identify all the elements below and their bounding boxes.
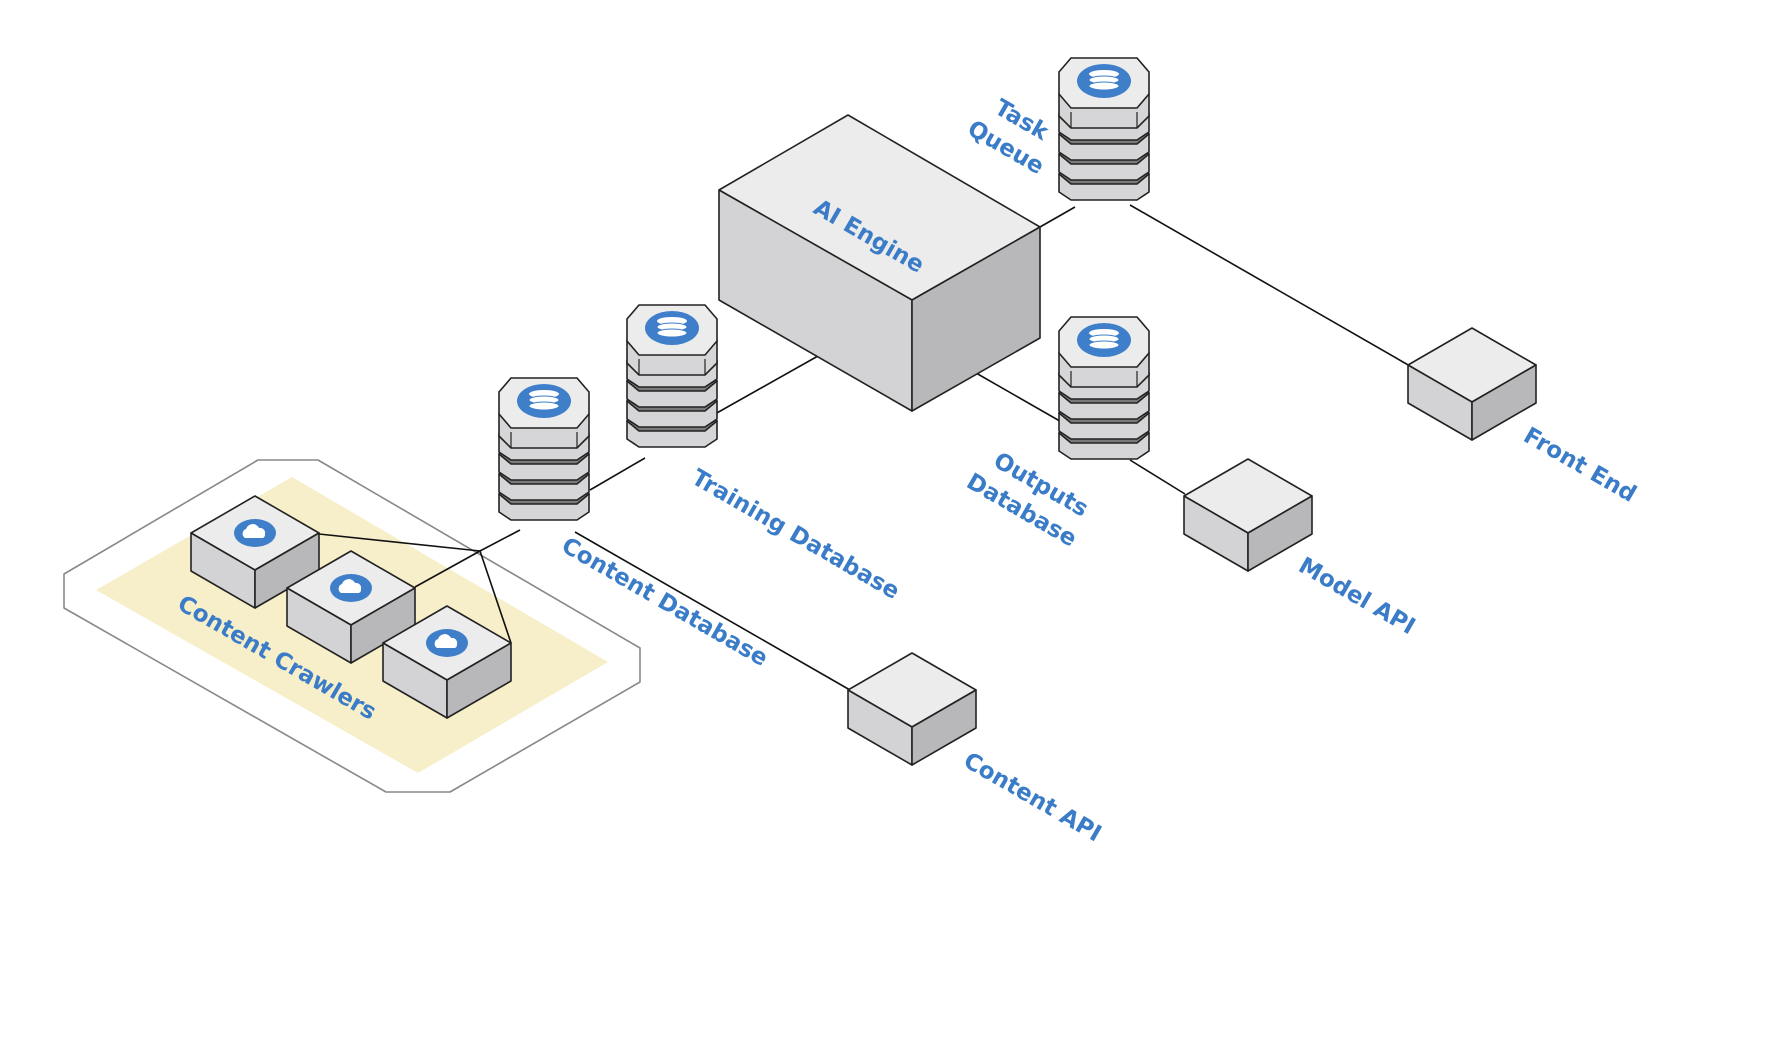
- front-end-label: Front End: [1519, 423, 1641, 508]
- zone-border: [63, 459, 641, 793]
- ai-engine-node[interactable]: [718, 114, 1041, 412]
- connector-contentdb-contentapi: [574, 531, 851, 691]
- connector-aiengine-outputsdb: [975, 372, 1066, 425]
- connector-hub-content-db: [479, 529, 521, 552]
- outputs-database-node[interactable]: [1058, 316, 1150, 460]
- content-api-node[interactable]: [847, 652, 977, 766]
- model-api-label: Model API: [1294, 553, 1419, 640]
- connector-taskqueue-frontend: [1129, 204, 1411, 367]
- cloud-icon: [234, 519, 276, 547]
- training-database-label: Training Database: [687, 465, 904, 605]
- content-database-node[interactable]: [498, 377, 590, 521]
- connector-crawler2-hub: [414, 550, 481, 588]
- content-api-label: Content API: [959, 748, 1106, 848]
- cloud-icon: [426, 629, 468, 657]
- connections: [318, 204, 1411, 691]
- cloud-icon: [330, 574, 372, 602]
- connector-trainingdb-aiengine: [714, 355, 819, 415]
- task-queue-node[interactable]: [1058, 57, 1150, 201]
- connector-crawler1-hub: [318, 533, 481, 552]
- connector-crawler3-hub: [479, 550, 512, 644]
- model-api-node[interactable]: [1183, 458, 1313, 572]
- connector-contentdb-trainingdb: [589, 457, 646, 491]
- training-database-node[interactable]: [626, 304, 718, 448]
- content-database-label: Content Database: [557, 533, 772, 672]
- connector-aiengine-taskqueue: [1039, 206, 1076, 228]
- front-end-node[interactable]: [1407, 327, 1537, 441]
- connector-outputsdb-modelapi: [1129, 459, 1186, 495]
